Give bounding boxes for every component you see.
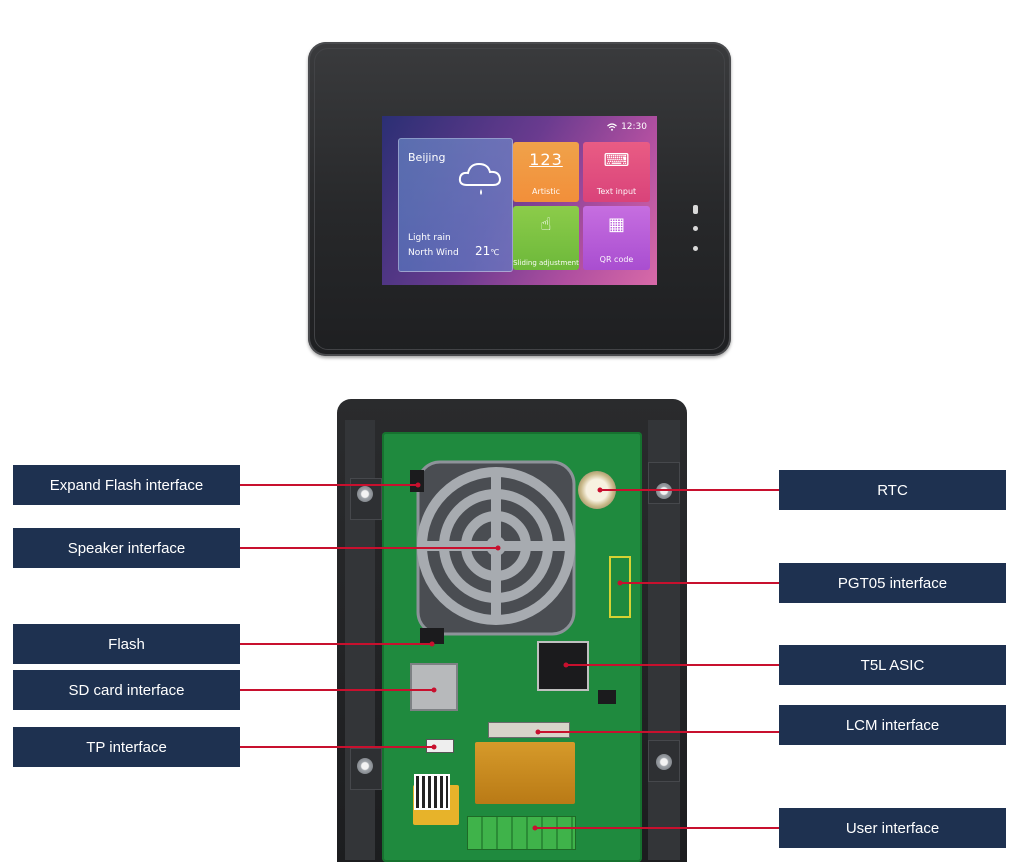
weather-city: Beijing xyxy=(408,151,446,164)
user-terminal-block xyxy=(467,816,576,850)
lcm-flex-cable xyxy=(475,742,575,804)
indicator-led-1 xyxy=(693,205,698,214)
label-rtc: RTC xyxy=(779,470,1006,510)
label-user-interface: User interface xyxy=(779,808,1006,848)
label-flash: Flash xyxy=(13,624,240,664)
tile-qr-code-label: QR code xyxy=(599,255,634,264)
qr-sticker xyxy=(414,774,450,810)
keyboard-icon: ⌨ xyxy=(603,150,630,171)
weather-condition: Light rain xyxy=(408,233,451,243)
screw-icon xyxy=(357,758,373,774)
expand-flash-chip xyxy=(410,470,424,492)
indicator-led-2 xyxy=(693,226,698,231)
label-tp-interface: TP interface xyxy=(13,727,240,767)
label-lcm-interface: LCM interface xyxy=(779,705,1006,745)
sd-card-slot xyxy=(410,663,458,711)
screw-icon xyxy=(656,754,672,770)
tile-qr-code[interactable]: ▦ QR code xyxy=(583,206,650,270)
label-t5l-asic: T5L ASIC xyxy=(779,645,1006,685)
small-chip xyxy=(598,690,616,704)
label-expand-flash-interface: Expand Flash interface xyxy=(13,465,240,505)
label-speaker-interface: Speaker interface xyxy=(13,528,240,568)
flash-chip xyxy=(420,628,444,644)
screw-icon xyxy=(357,486,373,502)
label-pgt05-interface: PGT05 interface xyxy=(779,563,1006,603)
wifi-icon xyxy=(607,123,617,131)
weather-tile[interactable]: Beijing Light rain North Wind 21℃ xyxy=(398,138,513,272)
indicator-led-3 xyxy=(693,246,698,251)
screw-post-bottom-left xyxy=(350,748,382,790)
hand-pointer-icon: ☝ xyxy=(540,214,552,235)
screw-post-bottom-right xyxy=(648,740,680,782)
artistic-icon: 123 xyxy=(529,150,563,169)
status-time: 12:30 xyxy=(621,122,647,132)
qr-scanner-icon: ▦ xyxy=(607,214,625,235)
temperature-value: 21 xyxy=(475,244,491,258)
device-screen: 12:30 Beijing Light rain North Wind 21℃ … xyxy=(382,116,657,285)
tile-text-input[interactable]: ⌨ Text input xyxy=(583,142,650,202)
bezel xyxy=(314,48,725,350)
tile-artistic-label: Artistic xyxy=(531,187,561,196)
weather-wind: North Wind xyxy=(408,248,459,258)
temperature-unit: ℃ xyxy=(490,248,500,257)
rain-cloud-icon xyxy=(458,162,502,195)
tile-text-input-label: Text input xyxy=(596,187,637,196)
tile-sliding-label: Sliding adjustment xyxy=(513,259,579,267)
tile-sliding-adjustment[interactable]: ☝ Sliding adjustment xyxy=(513,206,579,270)
status-bar: 12:30 xyxy=(607,122,647,132)
weather-temperature: 21℃ xyxy=(475,244,499,258)
label-sd-card-interface: SD card interface xyxy=(13,670,240,710)
lcm-connector xyxy=(488,722,570,738)
device-front: 12:30 Beijing Light rain North Wind 21℃ … xyxy=(308,42,731,356)
pgt05-header xyxy=(609,556,631,618)
tile-artistic[interactable]: 123 Artistic xyxy=(513,142,579,202)
